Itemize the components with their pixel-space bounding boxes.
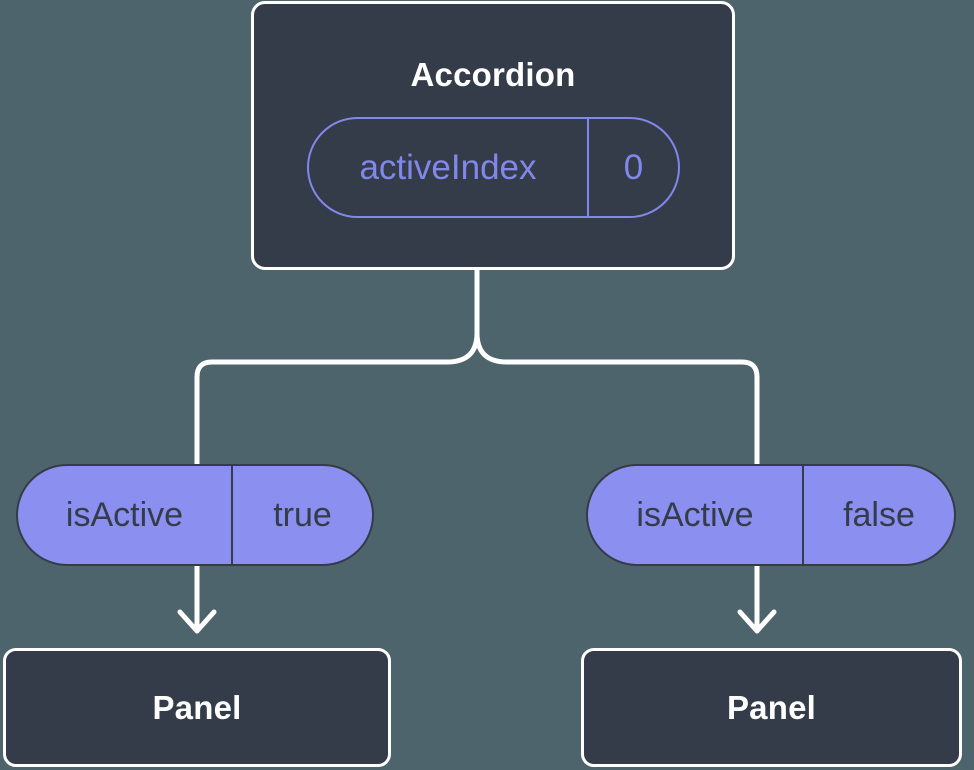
fork-connector-right-branch bbox=[474, 264, 760, 467]
prop-value-label: false bbox=[843, 495, 915, 534]
panel-node-title: Panel bbox=[726, 688, 817, 726]
is-active-pill-left: isActive true bbox=[16, 464, 374, 566]
prop-name-label: isActive bbox=[18, 466, 233, 564]
arrow-right-head-icon bbox=[737, 609, 777, 634]
panel-node-left: Panel bbox=[3, 648, 391, 767]
panel-node-title: Panel bbox=[152, 688, 242, 726]
prop-value-label: 0 bbox=[623, 147, 644, 187]
fork-connector-left-branch bbox=[194, 264, 480, 467]
prop-name-label: activeIndex bbox=[309, 119, 589, 216]
is-active-pill-right: isActive false bbox=[586, 464, 956, 566]
arrow-left-head-icon bbox=[177, 609, 217, 634]
active-index-prop-pill: activeIndex 0 bbox=[307, 117, 680, 218]
panel-node-right: Panel bbox=[581, 648, 962, 767]
prop-value-label: true bbox=[273, 495, 332, 534]
prop-name-label: isActive bbox=[588, 466, 804, 564]
accordion-node: Accordion activeIndex 0 bbox=[251, 1, 735, 270]
accordion-node-title: Accordion bbox=[410, 56, 576, 93]
